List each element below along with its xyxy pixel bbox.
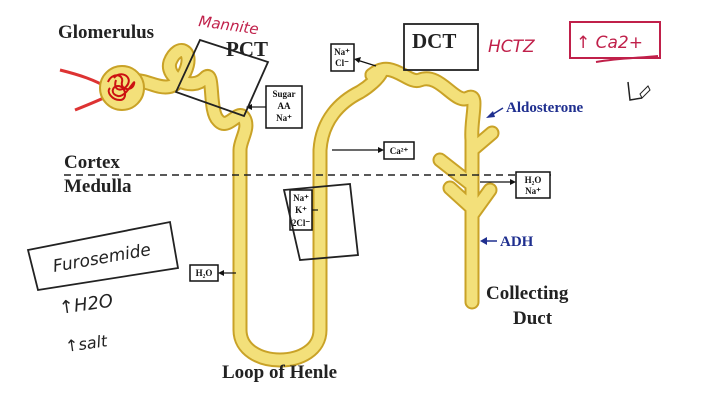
furosemide-handdrawn-box [26, 220, 180, 292]
loop-handdrawn-outline [282, 183, 359, 261]
adh-arrowhead [480, 237, 487, 245]
ca-box-text: Ca²⁺ [390, 146, 409, 156]
pencil-cursor-icon [627, 81, 651, 101]
ca-up-handdrawn-box [569, 21, 661, 59]
loop-box-na: Na⁺ [293, 193, 309, 203]
loop-box-2cl: 2Cl⁻ [292, 218, 311, 228]
up-salt-annotation: ↑salt [64, 331, 109, 356]
calcium-box: Ca²⁺ [332, 141, 415, 160]
collecting-duct-label-line1: Collecting [486, 283, 569, 304]
h2o-box-text: H₂O [196, 268, 213, 278]
pct-label: PCT [226, 37, 268, 61]
dct-box-na: Na⁺ [334, 47, 350, 57]
mannitol-annotation: Mannite [197, 12, 259, 38]
aldosterone-arrowhead [486, 111, 495, 118]
loop-nkcc-box: Na⁺ K⁺ 2Cl⁻ [289, 189, 318, 231]
up-h2o-annotation: ↑H2O [58, 291, 115, 319]
glomerulus-icon [59, 65, 145, 112]
ca-up-annotation: ↑ Ca2+ [576, 33, 643, 53]
loop-box-k: K⁺ [295, 205, 307, 215]
dct-label: DCT [412, 29, 456, 53]
loop-h2o-box: H₂O [189, 264, 236, 282]
cortex-label: Cortex [64, 152, 120, 173]
pct-handdrawn-outline [174, 38, 270, 118]
nephron-tubule [110, 43, 500, 368]
pct-box-na: Na⁺ [276, 113, 292, 123]
pct-box-sugar: Sugar [272, 89, 295, 99]
furosemide-annotation: Furosemide [51, 240, 152, 277]
adh-label: ADH [500, 234, 534, 250]
hctz-annotation: HCTZ [488, 37, 535, 57]
glomerulus-label: Glomerulus [58, 22, 154, 43]
ca-underline [595, 55, 659, 63]
dct-handdrawn-outline [403, 23, 479, 71]
cd-box-na: Na⁺ [525, 186, 541, 196]
loop-of-henle-label: Loop of Henle [222, 362, 337, 383]
pct-reabsorption-box: Sugar AA Na⁺ [246, 85, 303, 129]
dct-nacl-box: Na⁺ Cl⁻ [330, 43, 377, 72]
collecting-duct-label-line2: Duct [513, 308, 553, 329]
cd-box-h2o: H₂O [525, 175, 542, 185]
collecting-duct-box: H₂O Na⁺ [480, 171, 551, 199]
medulla-label: Medulla [64, 176, 132, 197]
pct-box-aa: AA [278, 101, 291, 111]
aldosterone-label: Aldosterone [506, 100, 584, 116]
dct-box-cl: Cl⁻ [335, 58, 349, 68]
